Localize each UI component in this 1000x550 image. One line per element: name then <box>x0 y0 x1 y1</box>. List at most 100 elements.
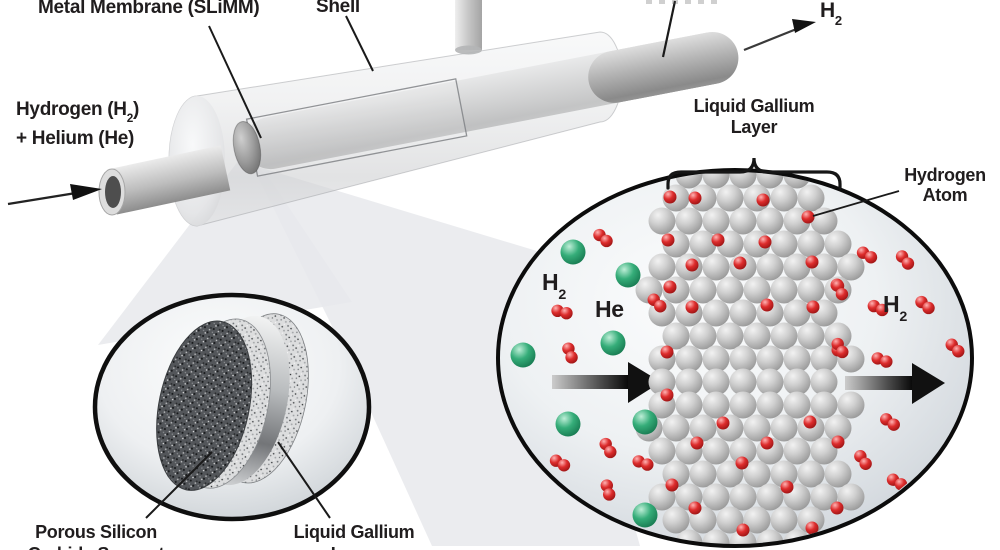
gallium-atom <box>770 506 798 534</box>
porous-support-label: Porous Silicon Carbide Support <box>28 522 165 550</box>
h2-out-arrow-line <box>743 26 800 52</box>
hydrogen-atom <box>803 415 817 429</box>
hydrogen-atom <box>756 193 770 207</box>
h2-molecule <box>867 299 889 317</box>
hydrogen-atom <box>830 501 844 515</box>
membrane-tube-cap <box>232 120 262 175</box>
gallium-atom <box>756 207 784 235</box>
helium-label: He <box>595 296 624 322</box>
gallium-atom <box>648 437 676 465</box>
gallium-layer-leader <box>277 441 331 519</box>
gallium-atom <box>756 368 784 396</box>
gallium-atom <box>702 172 730 189</box>
gallium-atom <box>810 368 838 396</box>
gallium-atom <box>729 529 757 544</box>
gallium-atom <box>797 460 825 488</box>
gallium-atom <box>716 506 744 534</box>
gallium-atom <box>662 322 690 350</box>
gallium-atom <box>729 172 757 189</box>
atomic-inset-outline <box>496 168 974 548</box>
gallium-atom <box>770 184 798 212</box>
flow-arrows <box>552 362 945 404</box>
hydrogen-atom <box>665 478 679 492</box>
feed-arrow-line <box>7 191 77 206</box>
h2-molecule <box>895 250 915 270</box>
gallium-atom <box>783 299 811 327</box>
hydrogen-atom <box>760 436 774 450</box>
gallium-atom <box>824 414 852 442</box>
h2-molecule <box>562 342 578 364</box>
feed-line2: + Helium (He) <box>16 127 135 149</box>
gallium-atom <box>797 322 825 350</box>
gallium-atom <box>810 483 838 511</box>
gallium-atom <box>729 437 757 465</box>
gallium-atom <box>770 230 798 258</box>
disk-porous-face <box>156 320 253 491</box>
atoms-layer <box>510 172 965 544</box>
gallium-atom <box>824 460 852 488</box>
hydrogen-atom <box>760 298 774 312</box>
gallium-atom <box>675 391 703 419</box>
gallium-atom <box>648 253 676 281</box>
gallium-atom <box>824 322 852 350</box>
gallium-atom <box>689 230 717 258</box>
right-flow-arrow-head <box>912 363 945 404</box>
gallium-atom <box>702 207 730 235</box>
hydrogen-atom <box>685 300 699 314</box>
gallium-atom <box>702 529 730 544</box>
gallium-atom <box>743 276 771 304</box>
gallium-atom <box>810 345 838 373</box>
h2-molecule <box>854 450 872 470</box>
hydrogen-atom <box>801 210 815 224</box>
helium-atom <box>555 411 581 437</box>
gallium-layer-brace <box>666 157 842 190</box>
gallium-atom <box>675 368 703 396</box>
gallium-atom <box>756 253 784 281</box>
gallium-atom <box>783 368 811 396</box>
hydrogen-atom <box>660 345 674 359</box>
gallium-atom <box>743 322 771 350</box>
liquid-gallium-bottom-label: Liquid Gallium Layer <box>293 522 415 550</box>
helium-atom <box>615 262 641 288</box>
hydrogen-atom <box>806 300 820 314</box>
hydrogen-atom <box>690 436 704 450</box>
hydrogen-atom <box>661 233 675 247</box>
h2-molecule <box>831 279 849 301</box>
gallium-atom <box>702 345 730 373</box>
feed-line1: Hydrogen (H2) <box>16 99 139 126</box>
zoom-cone-left <box>98 152 352 345</box>
hydrogen-atom <box>663 190 677 204</box>
h2-molecule <box>880 413 900 431</box>
hydrogen-atom <box>805 255 819 269</box>
helium-atom <box>510 342 536 368</box>
hydrogen-atom <box>733 256 747 270</box>
cropped-label-remnant <box>646 0 724 4</box>
left-flow-arrow-head <box>628 362 661 403</box>
h2-molecule <box>549 454 571 472</box>
hydrogen-atom <box>831 435 845 449</box>
h2-molecule <box>856 246 878 264</box>
gallium-atom <box>743 506 771 534</box>
gallium-atom <box>729 345 757 373</box>
gallium-atom <box>810 391 838 419</box>
gallium-atom <box>702 391 730 419</box>
h2-molecule <box>945 338 965 358</box>
gallium-atom <box>716 276 744 304</box>
gallium-atom <box>810 437 838 465</box>
gallium-atom <box>702 253 730 281</box>
h2-molecule <box>599 437 617 459</box>
gallium-atom <box>662 506 690 534</box>
metal-membrane-label: Metal Membrane (SLiMM) <box>38 0 260 18</box>
gallium-atom <box>702 437 730 465</box>
gallium-atom <box>770 276 798 304</box>
h2-molecule <box>647 293 667 313</box>
hydrogen-atom <box>663 280 677 294</box>
h2-molecule <box>831 337 849 359</box>
gallium-atom <box>743 414 771 442</box>
gallium-atom <box>729 391 757 419</box>
gallium-atom <box>783 345 811 373</box>
helium-atom <box>600 330 626 356</box>
hydrogen-atom <box>758 235 772 249</box>
gallium-atom <box>783 253 811 281</box>
top-port-base <box>455 45 482 55</box>
